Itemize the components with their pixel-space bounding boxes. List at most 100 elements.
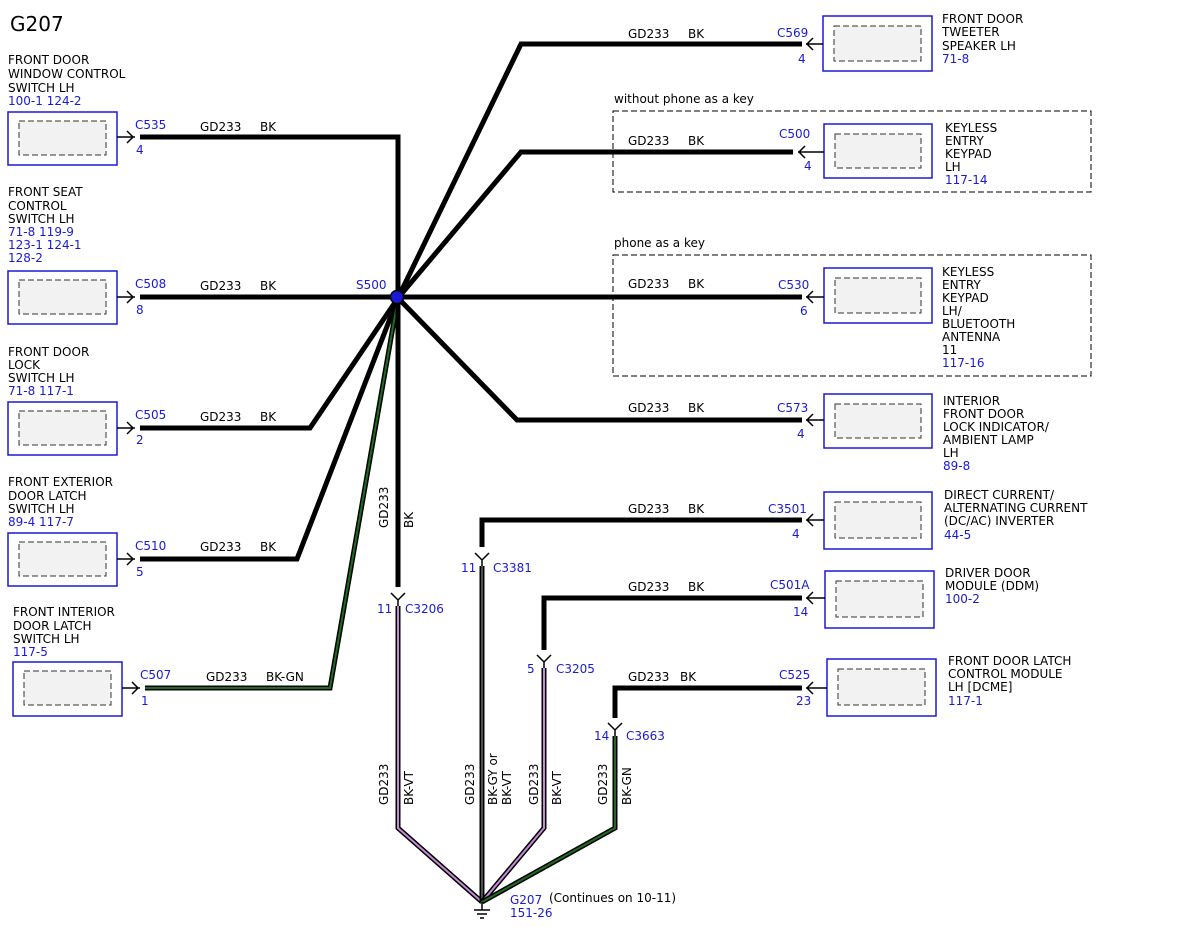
upper-circuit-label: GD233 <box>377 487 391 528</box>
page-title: G207 <box>10 12 64 36</box>
option-box-phone <box>612 254 1092 377</box>
connector-arrow <box>805 513 824 527</box>
component-name: FRONT DOOR LATCH CONTROL MODULE LH [DCME… <box>948 654 1075 694</box>
ground-label: G207 <box>510 893 542 907</box>
component-name: KEYLESS ENTRY KEYPAD LH/ BLUETOOTH ANTEN… <box>942 265 1019 357</box>
lower-circuit-label: GD233 <box>463 764 477 805</box>
wire-c573 <box>396 296 802 423</box>
inline-connector-c3663: 14 C3663 GD233 BK-GN <box>594 722 665 805</box>
wire-color-label: BK <box>688 134 705 148</box>
pin-label: 11 <box>377 602 392 616</box>
connector-label: C573 <box>777 401 808 415</box>
pin-label: 6 <box>800 304 808 318</box>
lower-wire-color-label-2: BK-VT <box>500 770 514 805</box>
connector-label: C3205 <box>556 662 595 676</box>
wire-color-label: BK <box>260 120 277 134</box>
connector-symbol <box>390 592 406 606</box>
wires <box>140 41 802 905</box>
component-ref: 89-4 117-7 <box>8 515 74 529</box>
component-ref: 71-8 <box>942 52 969 66</box>
pin-label: 4 <box>798 52 806 66</box>
pin-label: 23 <box>796 694 811 708</box>
connector-label: C510 <box>135 539 166 553</box>
circuit-label: GD233 <box>200 279 241 293</box>
wire-color-label: BK-GN <box>266 670 304 684</box>
ground-note: (Continues on 10-11) <box>549 891 676 905</box>
connector-label: C3663 <box>626 729 665 743</box>
component-int-latch-switch: FRONT INTERIOR DOOR LATCH SWITCH LH 117-… <box>12 605 304 717</box>
connector-symbol <box>607 722 623 736</box>
connector-label: C507 <box>140 668 171 682</box>
circuit-label: GD233 <box>628 670 669 684</box>
connector-label: C569 <box>777 26 808 40</box>
connector-label: C500 <box>779 127 810 141</box>
component-window-switch: FRONT DOOR WINDOW CONTROL SWITCH LH 100-… <box>7 53 277 166</box>
splice-label: S500 <box>356 278 387 292</box>
connector-arrow <box>117 552 135 566</box>
wire-c3663-ground-stripe <box>481 736 616 903</box>
component-inner <box>834 277 922 314</box>
wire-color-label: BK <box>688 401 705 415</box>
inline-connector-c3205: 5 C3205 GD233 BK-VT <box>527 654 595 805</box>
pin-label: 4 <box>804 159 812 173</box>
component-inverter: C3501 4 GD233 BK DIRECT CURRENT/ ALTERNA… <box>628 488 1091 550</box>
component-inner <box>835 580 924 618</box>
lower-wire-color-label: BK-VT <box>550 770 564 805</box>
connector-arrow <box>805 413 824 427</box>
component-ref: 71-8 119-9 123-1 124-1 128-2 <box>8 225 85 265</box>
component-lock-switch: FRONT DOOR LOCK SWITCH LH 71-8 117-1 C50… <box>7 345 277 456</box>
component-keypad-a: C500 4 GD233 BK KEYLESS ENTRY KEYPAD LH … <box>628 121 997 187</box>
component-name: DIRECT CURRENT/ ALTERNATING CURRENT (DC/… <box>944 488 1091 528</box>
ground-g207: G207 151-26 (Continues on 10-11) <box>474 891 676 920</box>
component-keypad-b: C530 6 GD233 BK KEYLESS ENTRY KEYPAD LH/… <box>628 265 1019 370</box>
component-inner <box>833 25 922 62</box>
lower-circuit-label: GD233 <box>527 764 541 805</box>
circuit-label: GD233 <box>200 540 241 554</box>
wire-color-label: BK <box>688 277 705 291</box>
wire-c505 <box>140 296 401 431</box>
circuit-label: GD233 <box>628 27 669 41</box>
component-ref: 117-1 <box>948 694 983 708</box>
lower-wire-color-label-1: BK-GY or <box>486 753 500 805</box>
wire-c500 <box>396 149 793 300</box>
wire-color-label: BK <box>680 670 697 684</box>
option-label-phone: phone as a key <box>614 236 705 250</box>
pin-label: 5 <box>136 565 144 579</box>
lower-wire-color-label: BK-VT <box>402 770 416 805</box>
pin-label: 4 <box>136 143 144 157</box>
wire-color-label: BK <box>688 580 705 594</box>
component-ref: 117-16 <box>942 356 985 370</box>
component-inner <box>23 670 112 706</box>
connector-arrow <box>117 130 135 144</box>
connector-label: C505 <box>135 408 166 422</box>
pin-label: 4 <box>792 527 800 541</box>
circuit-label: GD233 <box>200 120 241 134</box>
wire-c535 <box>140 134 401 298</box>
connector-label: C3501 <box>768 502 807 516</box>
option-label-without-phone: without phone as a key <box>614 92 754 106</box>
wire-c501a <box>541 595 802 650</box>
pin-label: 2 <box>136 433 144 447</box>
inline-connector-c3381: 11 C3381 GD233 BK-GY or BK-VT <box>461 552 532 805</box>
connector-label: C525 <box>779 668 810 682</box>
pin-label: 14 <box>594 729 609 743</box>
component-inner <box>18 120 107 156</box>
circuit-label: GD233 <box>206 670 247 684</box>
wire-color-label: BK <box>688 502 705 516</box>
pin-label: 5 <box>527 662 535 676</box>
component-name: FRONT INTERIOR DOOR LATCH SWITCH LH <box>13 605 119 646</box>
wire-color-label: BK <box>260 540 277 554</box>
pin-label: 1 <box>141 694 149 708</box>
component-ddm: C501A 14 GD233 BK DRIVER DOOR MODULE (DD… <box>628 566 1039 629</box>
connector-label: C3206 <box>405 602 444 616</box>
component-ref: 89-8 <box>943 459 970 473</box>
lower-circuit-label: GD233 <box>377 764 391 805</box>
component-lock-lamp: C573 4 GD233 BK INTERIOR FRONT DOOR LOCK… <box>628 393 1050 473</box>
component-inner <box>834 501 922 539</box>
connector-symbol <box>474 552 490 566</box>
connector-arrow <box>805 37 823 51</box>
circuit-label: GD233 <box>628 134 669 148</box>
connector-label: C530 <box>778 278 809 292</box>
component-seat-switch: FRONT SEAT CONTROL SWITCH LH 71-8 119-9 … <box>7 185 277 325</box>
